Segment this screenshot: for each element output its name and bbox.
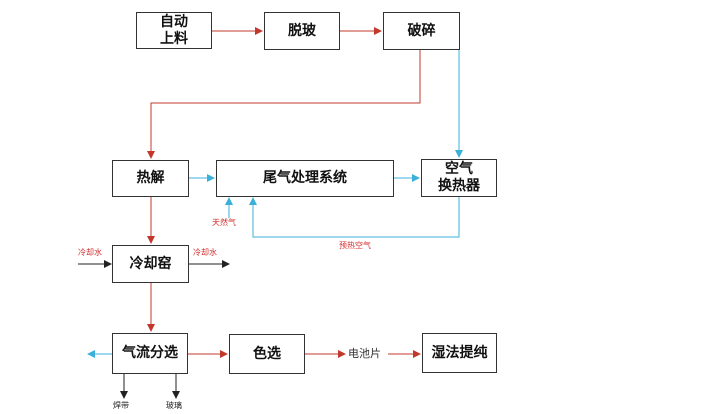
- label-cell-piece: 电池片: [348, 347, 381, 360]
- node-crush: 破碎: [383, 12, 460, 50]
- label-preheated-air: 预热空气: [339, 241, 371, 250]
- node-air-separation: 气流分选: [112, 333, 188, 374]
- node-cooling-kiln: 冷却窑: [112, 245, 189, 283]
- arrow-preheated-air-loop: [249, 197, 460, 238]
- label-natural-gas: 天然气: [212, 218, 236, 227]
- label-cooling-water-in: 冷却水: [78, 248, 102, 257]
- node-auto-feed: 自动 上料: [136, 12, 212, 49]
- node-color-sort: 色选: [229, 334, 305, 374]
- node-deshell: 脱玻: [264, 12, 340, 50]
- label-output-b: 玻璃: [166, 401, 182, 410]
- node-air-heat-exchanger: 空气 换热器: [421, 159, 497, 197]
- arrow-crush-to-pyrolysis: [147, 50, 421, 159]
- node-pyrolysis: 热解: [112, 160, 189, 197]
- node-exhaust-treatment: 尾气处理系统: [216, 160, 394, 197]
- node-wet-extraction: 湿法提纯: [422, 333, 497, 373]
- label-cooling-water-out: 冷却水: [193, 248, 217, 257]
- label-output-a: 焊带: [113, 401, 129, 410]
